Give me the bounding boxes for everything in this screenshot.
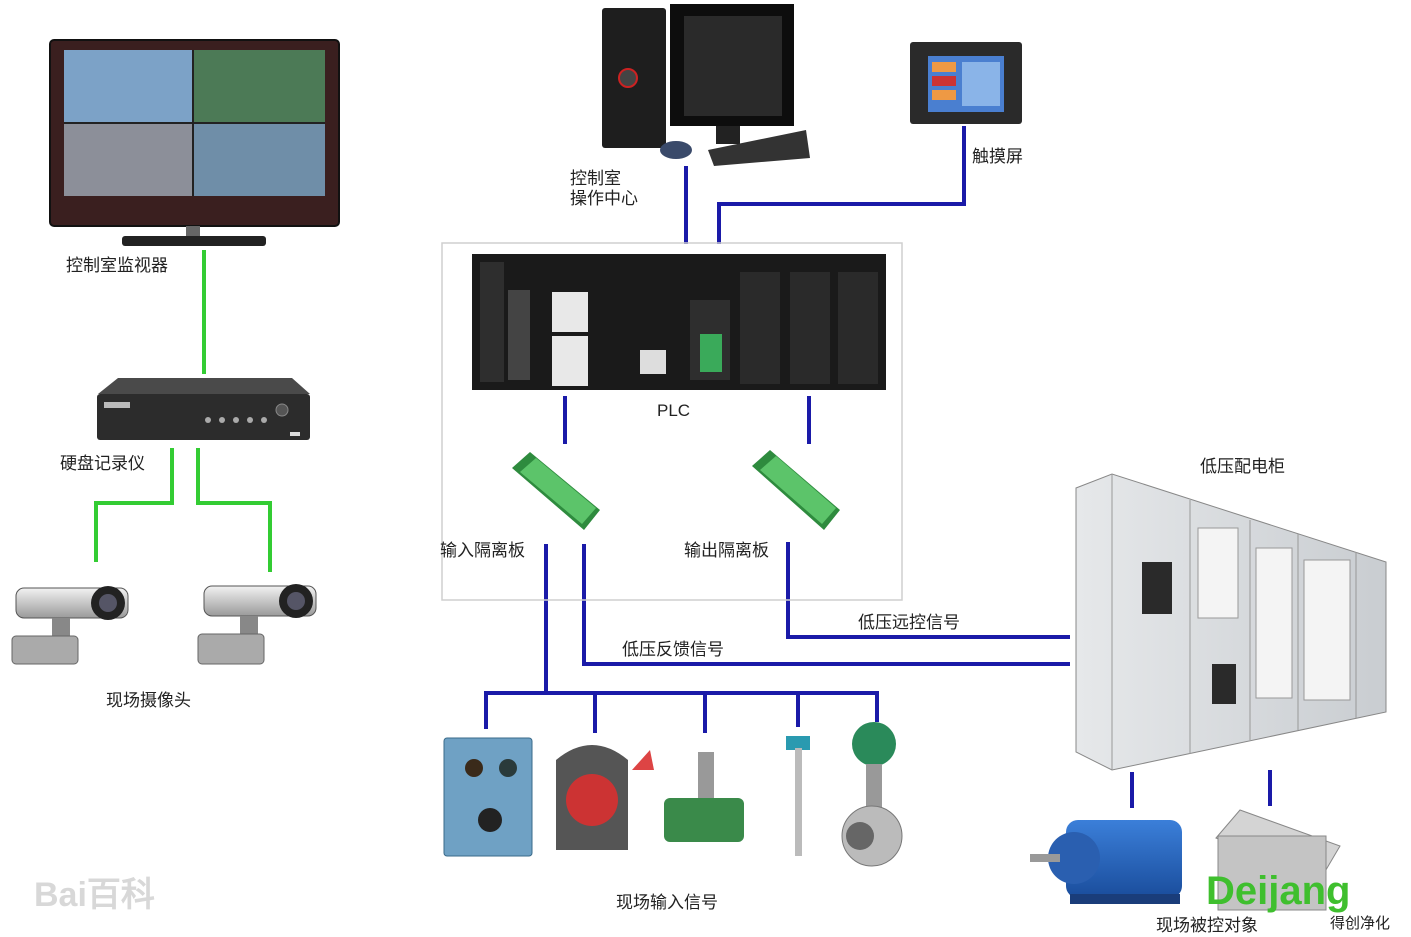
plc-label: PLC xyxy=(657,401,690,420)
brand-logo-sub: 得创净化 xyxy=(1330,914,1390,932)
plc-rack xyxy=(472,254,886,390)
deviation-switch xyxy=(664,752,744,842)
field-input-signal-label: 现场输入信号 xyxy=(616,893,718,913)
pull-cord-switch xyxy=(556,745,654,850)
dvr-recorder xyxy=(97,378,310,440)
input-isolation-label: 输入隔离板 xyxy=(440,541,525,561)
temperature-probe xyxy=(786,736,810,856)
control-box xyxy=(443,737,533,857)
field-input-devices xyxy=(443,722,903,867)
blue-link-touchscreen-plc xyxy=(717,126,966,244)
watermark: Bai百科 xyxy=(34,876,155,914)
monitor-label: 控制室监视器 xyxy=(66,256,168,276)
lv-feedback-signal-label: 低压反馈信号 xyxy=(622,640,724,660)
control-room-label-2: 操作中心 xyxy=(570,189,638,209)
touchscreen xyxy=(910,42,1022,124)
plc-frame xyxy=(441,242,903,601)
vortex-flowmeter xyxy=(841,722,903,867)
green-link-dvr-camera-right xyxy=(196,448,272,572)
blue-link-remote xyxy=(786,542,1070,639)
lv-remote-signal-label: 低压远控信号 xyxy=(858,613,960,633)
computer-workstation xyxy=(602,4,810,166)
camera-right xyxy=(197,584,317,665)
touchscreen-label: 触摸屏 xyxy=(972,147,1023,167)
cameras-label: 现场摄像头 xyxy=(106,691,191,711)
output-isolation-board xyxy=(752,450,840,530)
monitor xyxy=(49,39,340,246)
output-isolation-label: 输出隔离板 xyxy=(684,541,769,561)
input-isolation-board xyxy=(512,452,600,530)
dvr-label: 硬盘记录仪 xyxy=(60,454,145,474)
camera-left xyxy=(11,586,129,665)
lv-cabinet-label: 低压配电柜 xyxy=(1200,457,1285,477)
connection-lines xyxy=(94,126,1272,808)
brand-logo: Deijang xyxy=(1206,869,1350,913)
blue-link-feedback xyxy=(582,544,1070,666)
control-room-label-1: 控制室 xyxy=(570,169,621,189)
servo-motor xyxy=(1215,809,1341,911)
lv-cabinet xyxy=(1075,473,1387,771)
controlled-objects-label: 现场被控对象 xyxy=(1156,916,1258,936)
electric-motor xyxy=(1030,820,1182,904)
green-link-dvr-camera-left xyxy=(94,448,174,562)
blue-field-input-bus xyxy=(484,691,879,729)
